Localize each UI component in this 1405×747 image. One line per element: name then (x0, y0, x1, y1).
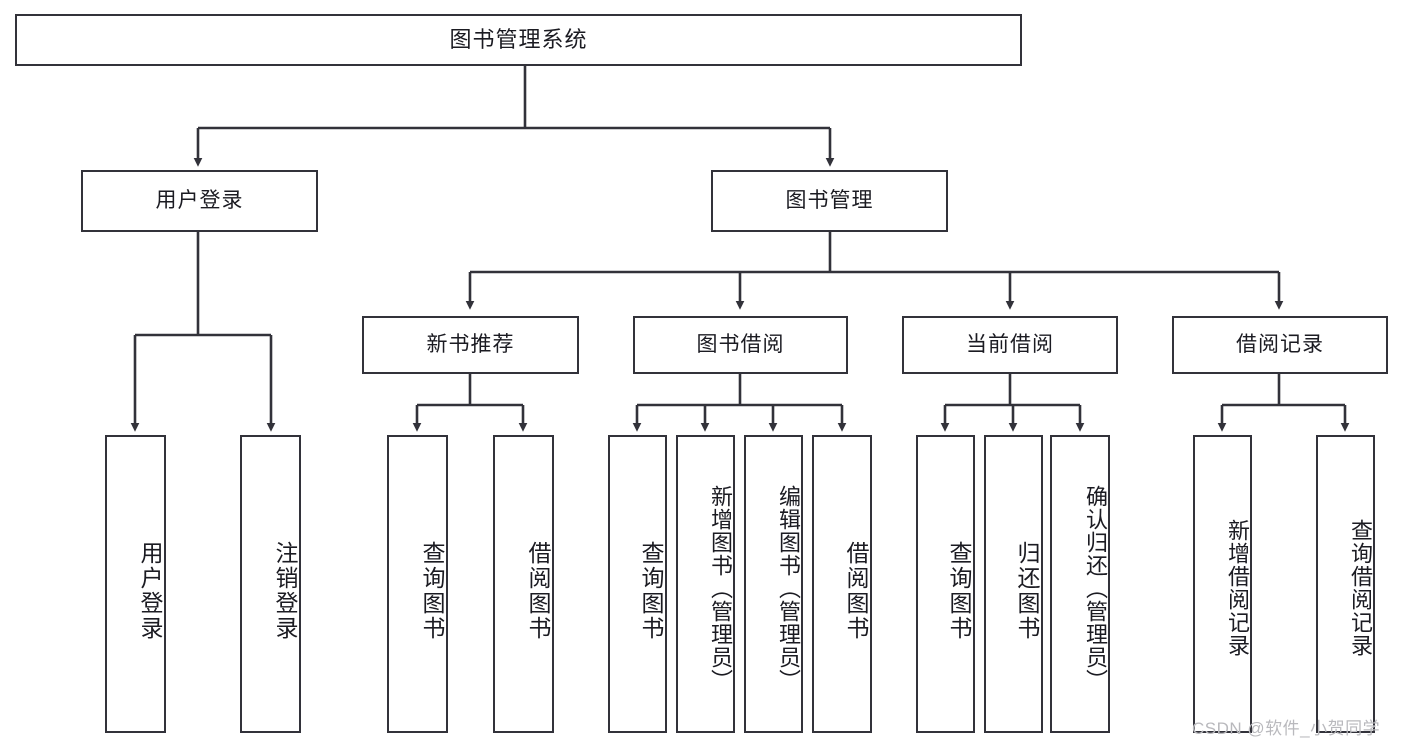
leaf-user-login[interactable]: 用户登录 (105, 435, 166, 733)
leaf-query-book-borrow[interactable]: 查询图书 (608, 435, 667, 733)
leaf-logout[interactable]: 注销登录 (240, 435, 301, 733)
leaf-query-book-new[interactable]: 查询图书 (387, 435, 448, 733)
node-book-borrow[interactable]: 图书借阅 (633, 316, 848, 374)
leaf-query-borrow-record[interactable]: 查询借阅记录 (1316, 435, 1375, 733)
leaf-confirm-return-admin[interactable]: 确认归还（管理员） (1050, 435, 1110, 733)
leaf-edit-book-admin[interactable]: 编辑图书（管理员） (744, 435, 803, 733)
node-borrow-records[interactable]: 借阅记录 (1172, 316, 1388, 374)
leaf-query-book-current[interactable]: 查询图书 (916, 435, 975, 733)
leaf-add-book-admin[interactable]: 新增图书（管理员） (676, 435, 735, 733)
leaf-return-book[interactable]: 归还图书 (984, 435, 1043, 733)
node-current-borrow[interactable]: 当前借阅 (902, 316, 1118, 374)
node-root-system[interactable]: 图书管理系统 (15, 14, 1022, 66)
leaf-borrow-book[interactable]: 借阅图书 (812, 435, 872, 733)
leaf-borrow-book-new[interactable]: 借阅图书 (493, 435, 554, 733)
watermark-csdn: CSDN @软件_小贺同学 (1192, 719, 1381, 738)
node-book-management[interactable]: 图书管理 (711, 170, 948, 232)
node-new-book-recommend[interactable]: 新书推荐 (362, 316, 579, 374)
node-user-login[interactable]: 用户登录 (81, 170, 318, 232)
leaf-add-borrow-record[interactable]: 新增借阅记录 (1193, 435, 1252, 733)
